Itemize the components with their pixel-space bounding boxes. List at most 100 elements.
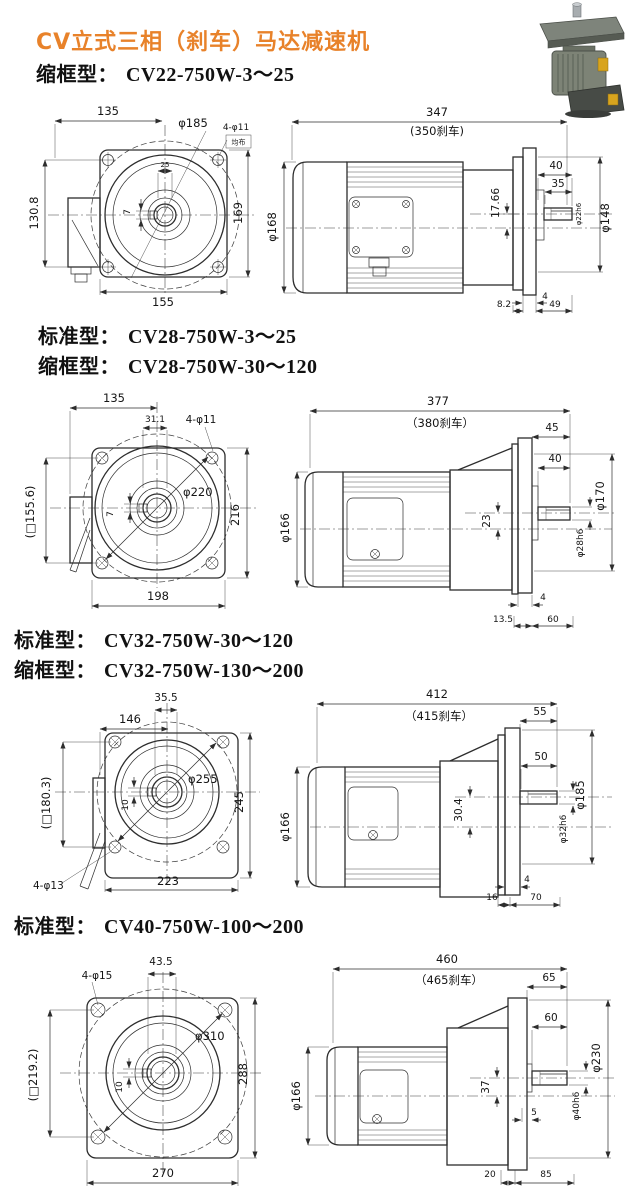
dim-label: φ185 [573,780,587,810]
dim-label: φ22h6 [575,202,583,225]
dim-label: 5 [531,1108,537,1118]
dim-label: φ170 [593,481,607,511]
cv40-side-view: 460 （465刹车） 65 60 φ166 37 φ230 φ40h6 5 2… [289,952,615,1186]
cv28-side-view: 377 （380刹车） 45 40 φ166 23 φ170 φ28h6 4 1… [278,394,615,629]
model-code: CV32-750W-130～200 [104,660,304,682]
dim-label: 35.5 [154,692,177,704]
output-flange [507,997,528,1171]
dim-label: 412 [426,687,448,701]
dim-label: 377 [427,394,449,408]
dim-label: φ28h6 [576,528,586,557]
dim-label: （415刹车） [405,709,473,723]
dim-label: 55 [533,706,546,718]
dim-label: 245 [232,791,246,813]
dim-label: 460 [436,952,458,966]
dim-label: 60 [547,615,559,625]
dim-label: 50 [534,751,547,763]
output-flange [522,147,537,296]
cv28-front-view: φ220 135 31.1 4-φ11 7 (□155.6) 216 198 [23,391,256,609]
dim-label: 4-φ11 [186,414,217,426]
output-flange [517,437,533,594]
gearbox [439,760,499,898]
cv22-side-view: 347 (350刹车) 40 35 17.66 φ168 φ148 φ22h6 … [265,105,612,314]
brake-cap [326,1046,358,1146]
dim-label: φ166 [289,1081,303,1111]
page-title: CV立式三相（刹车）马达减速机 [36,30,371,55]
dim-label: 7 [106,511,116,517]
cv32-front-view: φ255 35.5 146 10 (□180.3) 4-φ13 245 223 [33,692,260,893]
dim-label: 40 [548,453,561,465]
terminal-window [347,786,399,841]
cv32-side-view: 412 （415刹车） 55 50 φ166 30.4 φ185 φ32h6 4… [278,687,612,908]
model-heading: 缩框型： CV32-750W-130～200 [14,654,304,683]
dim-label: φ40h6 [572,1091,582,1120]
screw-icon [368,830,378,840]
output-shaft [537,506,571,521]
dim-label: φ148 [598,203,612,233]
model-code: CV32-750W-30～120 [104,630,294,652]
cv22-front-view: 135 φ185 4-φ11 均布 25 7 130.8 169 155 [27,104,256,309]
terminal-box [92,777,106,849]
dim-label: 85 [540,1170,551,1180]
dim-label: φ310 [195,1029,225,1043]
dim-label: 146 [119,712,141,726]
dim-label: φ255 [188,772,218,786]
cv40-front-view: φ310 4-φ15 43.5 10 (□219.2) 288 270 [26,956,262,1186]
warning-label [597,57,609,72]
terminal-box [69,496,93,564]
dim-label: 25 [161,161,170,169]
output-flange [504,727,521,896]
dim-label: (□155.6) [23,486,37,539]
dim-label: (□180.3) [39,777,53,830]
dim-label: 130.8 [27,197,41,230]
dim-label: φ168 [265,212,279,242]
dim-label: (350刹车) [410,124,464,138]
model-type: 缩框型： [14,660,96,682]
dim-label: 347 [426,105,448,119]
brake-cap [304,471,343,588]
dim-label: 223 [157,874,179,888]
model-type: 缩框型： [36,64,118,86]
gearbox [449,469,513,591]
dim-label: 45 [545,422,558,434]
cv22-drawing: 135 φ185 4-φ11 均布 25 7 130.8 169 155 [27,104,612,314]
terminal-window [346,497,404,561]
brake-cap [307,766,345,888]
bolt-hole-icon [108,735,230,854]
model-type: 缩框型： [38,356,120,378]
dim-label: φ220 [183,485,213,499]
dim-label: 198 [147,589,169,603]
dim-label: 288 [236,1063,250,1085]
model-code: CV40-750W-100～200 [104,916,304,938]
model-code: CV28-750W-3～25 [128,326,297,348]
model-heading: 标准型： CV40-750W-100～200 [14,910,304,939]
dim-label: 60 [544,1012,557,1024]
model-type: 标准型： [38,326,120,348]
model-type: 标准型： [14,630,96,652]
gearbox [446,1027,509,1166]
bolt-hole-icon [100,152,226,275]
screw-icon [352,200,410,254]
cv32-drawing: φ255 35.5 146 10 (□180.3) 4-φ13 245 223 [33,687,612,908]
dim-label: 4 [542,292,548,302]
dim-label: φ230 [589,1043,603,1073]
dim-label: 17.66 [490,188,502,218]
gear-case [567,84,625,117]
dim-label: 40 [549,160,562,172]
dim-label: 均布 [232,138,246,147]
dim-label: φ185 [178,116,208,130]
dim-label: 10 [115,1081,125,1093]
dim-label: 35 [551,178,564,190]
cv28-drawing: φ220 135 31.1 4-φ11 7 (□155.6) 216 198 [23,391,615,629]
dim-label: （465刹车） [415,973,483,987]
dim-label: 8.2 [497,300,511,310]
model-heading: 标准型： CV28-750W-3～25 [38,320,296,349]
dim-label: φ166 [278,812,292,842]
motor-body [346,161,464,294]
model-type: 标准型： [14,916,96,938]
dim-label: 270 [152,1166,174,1180]
dim-label: 4-φ11 [223,123,249,133]
model-heading: 缩框型：CV22-750W-3～25 [36,58,294,87]
output-shaft [519,790,558,805]
